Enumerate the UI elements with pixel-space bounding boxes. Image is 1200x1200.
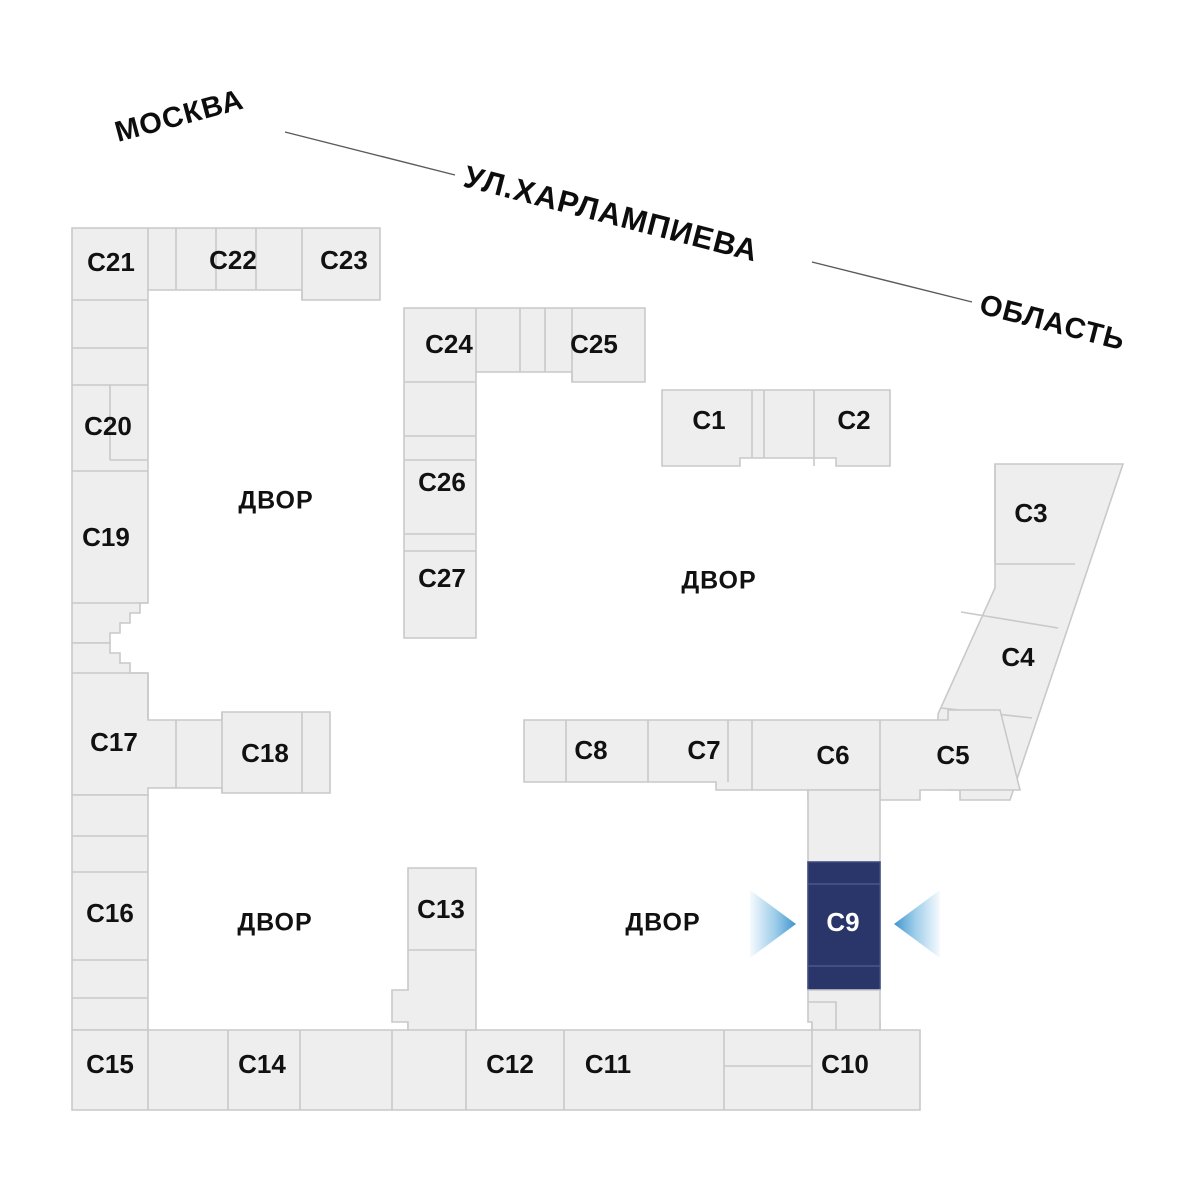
building-block-c13-spur[interactable] xyxy=(391,867,477,1031)
yard-label-northeast: ДВОР xyxy=(681,567,756,595)
block-outline-c9-lower[interactable] xyxy=(807,989,881,1031)
unit-label-c7[interactable]: C7 xyxy=(687,735,720,765)
unit-label-c17[interactable]: C17 xyxy=(90,727,138,757)
yard-label-southeast: ДВОР xyxy=(625,909,700,937)
block-dividers-south-band xyxy=(147,1030,813,1110)
unit-label-c5[interactable]: C5 xyxy=(936,740,969,770)
unit-label-c2[interactable]: C2 xyxy=(837,405,870,435)
unit-label-c12[interactable]: C12 xyxy=(486,1049,534,1079)
unit-label-c20[interactable]: C20 xyxy=(84,411,132,441)
unit-label-c18[interactable]: C18 xyxy=(241,738,289,768)
unit-label-c10[interactable]: C10 xyxy=(821,1049,869,1079)
block-outline-c9-upper[interactable] xyxy=(807,789,881,863)
unit-label-c9[interactable]: C9 xyxy=(826,907,859,937)
direction-label-region: ОБЛАСТЬ xyxy=(976,289,1128,357)
block-outline-c13[interactable] xyxy=(391,867,477,1031)
unit-label-c16[interactable]: C16 xyxy=(86,898,134,928)
building-block-c9-connector[interactable] xyxy=(807,789,881,863)
building-block-northwest[interactable] xyxy=(71,227,381,644)
block-dividers-central xyxy=(404,308,573,552)
yard-labels-group: ДВОР ДВОР ДВОР ДВОР xyxy=(237,487,756,937)
arrow-marker-left-icon xyxy=(750,890,796,958)
building-block-east-band[interactable] xyxy=(523,709,1022,801)
street-leader-line-right xyxy=(811,261,973,303)
direction-label-moscow: МОСКВА xyxy=(112,84,248,149)
block-dividers-east-band xyxy=(565,720,881,790)
unit-label-c21[interactable]: C21 xyxy=(87,247,135,277)
street-leader-line-left xyxy=(284,131,456,176)
unit-label-c27[interactable]: C27 xyxy=(418,563,466,593)
arrow-marker-right-icon xyxy=(894,890,940,958)
building-block-west-mid[interactable] xyxy=(71,642,331,796)
unit-label-c6[interactable]: C6 xyxy=(816,740,849,770)
unit-label-c3[interactable]: C3 xyxy=(1014,498,1047,528)
unit-label-c11[interactable]: C11 xyxy=(585,1049,631,1079)
building-block-c9-lower-connector[interactable] xyxy=(807,989,881,1031)
block-outline-west-mid[interactable] xyxy=(71,642,331,796)
yard-label-northwest: ДВОР xyxy=(238,487,313,515)
building-block-c1-c2[interactable] xyxy=(661,389,891,467)
unit-label-c26[interactable]: C26 xyxy=(418,467,466,497)
unit-label-c25[interactable]: C25 xyxy=(570,329,618,359)
block-dividers-west-mid xyxy=(72,672,303,793)
unit-label-c1[interactable]: C1 xyxy=(692,405,725,435)
unit-label-c22[interactable]: C22 xyxy=(209,245,257,275)
block-dividers-c9 xyxy=(808,883,880,967)
unit-label-c14[interactable]: C14 xyxy=(238,1049,286,1079)
unit-label-c15[interactable]: C15 xyxy=(86,1049,134,1079)
yard-label-southwest: ДВОР xyxy=(237,909,312,937)
block-dividers-southwest xyxy=(72,835,148,999)
block-dividers-c9-lower xyxy=(808,1001,837,1030)
block-outline-c1-c2[interactable] xyxy=(661,389,891,467)
block-dividers-c1-c2 xyxy=(751,390,815,466)
unit-label-c23[interactable]: C23 xyxy=(320,245,368,275)
block-dividers-northwest xyxy=(72,228,303,604)
street-name-label: УЛ.ХАРЛАМПИЕВА xyxy=(460,159,762,269)
unit-label-c19[interactable]: C19 xyxy=(82,522,130,552)
block-outline-northwest[interactable] xyxy=(71,227,381,644)
unit-label-c24[interactable]: C24 xyxy=(425,329,473,359)
unit-label-c13[interactable]: C13 xyxy=(417,894,465,924)
unit-label-c8[interactable]: C8 xyxy=(574,735,607,765)
building-block-central[interactable] xyxy=(403,307,646,639)
unit-labels-group: C1 C2 C3 C4 C5 C6 C7 C8 C9 C10 C11 C12 C… xyxy=(82,245,1047,1079)
unit-label-c4[interactable]: C4 xyxy=(1001,642,1035,672)
